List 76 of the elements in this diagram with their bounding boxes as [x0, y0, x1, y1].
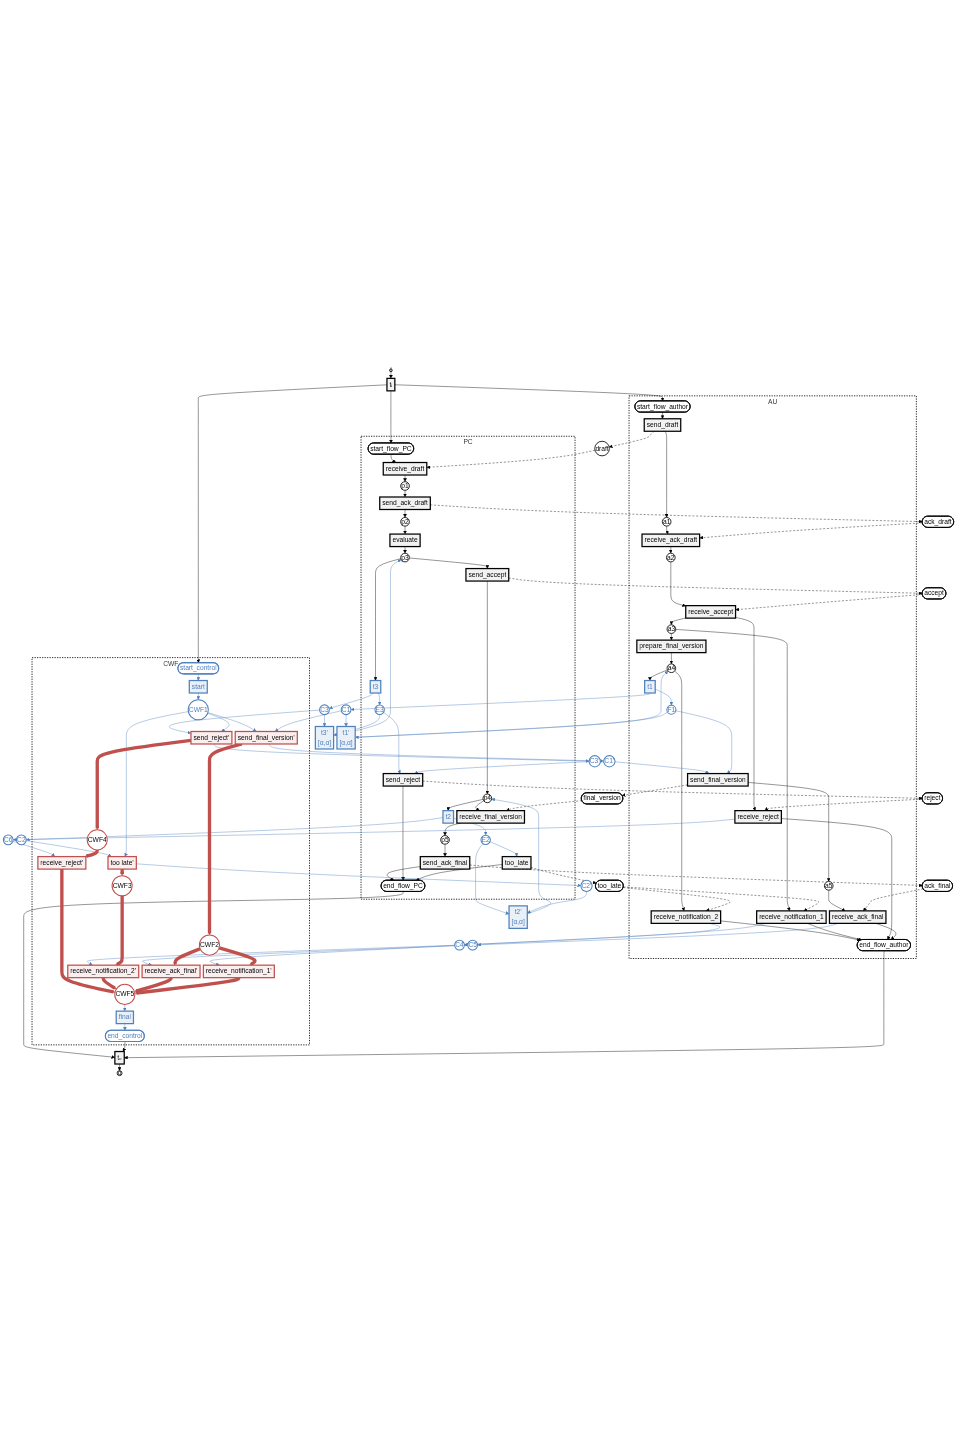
- arrow: [660, 412, 665, 420]
- arrow: [120, 868, 124, 877]
- node-box: [643, 418, 682, 433]
- node-box: [389, 533, 421, 548]
- cluster: [360, 436, 576, 900]
- arrow: [101, 976, 117, 990]
- node-box: [314, 726, 335, 750]
- node-circle: [603, 755, 616, 768]
- node-circle: [111, 875, 133, 897]
- node-circle: [482, 793, 493, 804]
- node-circle: [198, 934, 221, 956]
- node-box: [379, 496, 431, 511]
- node-box: [234, 731, 298, 745]
- node-circle: [666, 704, 677, 716]
- arrow: [60, 868, 116, 994]
- node-circle: [116, 1070, 123, 1077]
- node-box: [442, 810, 455, 824]
- node-circle: [400, 517, 410, 527]
- node-circle: [666, 624, 677, 635]
- node-box: [641, 533, 701, 548]
- node-box: [734, 810, 782, 824]
- node-box: [456, 810, 526, 824]
- node-box: [644, 680, 656, 694]
- node-circle: [823, 881, 834, 891]
- node-box: [501, 856, 532, 870]
- node-circle: [86, 829, 108, 851]
- node-box: [115, 1010, 135, 1025]
- node-box: [508, 905, 528, 930]
- arrow: [115, 895, 124, 967]
- node-box: [114, 1051, 125, 1065]
- node-box: [382, 773, 424, 787]
- node-box: [369, 680, 382, 694]
- node-circle: [666, 553, 676, 563]
- node-circle: [666, 663, 677, 674]
- node-box: [141, 964, 201, 979]
- arrow: [207, 742, 243, 936]
- node-box: [37, 856, 87, 870]
- node-box: [685, 605, 737, 619]
- node-circle: [580, 879, 593, 893]
- node-box: [636, 639, 707, 654]
- node-circle: [319, 704, 330, 716]
- node-box: [686, 773, 749, 787]
- arrow: [134, 976, 173, 993]
- node-circle: [340, 704, 352, 716]
- node-circle: [440, 835, 450, 845]
- node-box: [465, 568, 510, 582]
- node-circle: [480, 834, 491, 846]
- node-box: [650, 910, 722, 925]
- node-circle: [467, 939, 479, 951]
- arrow: [95, 738, 192, 831]
- node-circle: [114, 984, 136, 1006]
- node-box: [386, 378, 396, 392]
- node-circle: [187, 699, 209, 721]
- node-box: [419, 856, 471, 870]
- node-box: [202, 964, 275, 979]
- node-box: [190, 731, 233, 745]
- node-circle: [588, 755, 601, 768]
- node-circle: [594, 441, 610, 457]
- node-circle: [15, 834, 27, 846]
- node-circle: [2, 834, 14, 846]
- node-circle: [454, 939, 465, 951]
- node-box: [336, 726, 356, 750]
- node-box: [188, 680, 208, 694]
- cluster: [628, 395, 917, 960]
- node-circle: [374, 704, 385, 716]
- arrow: [173, 947, 201, 966]
- node-box: [107, 856, 137, 870]
- node-circle: [400, 481, 410, 491]
- arrow: [218, 946, 257, 966]
- node-circle: [661, 517, 672, 527]
- node-box: [67, 964, 140, 979]
- node-circle: [400, 553, 410, 563]
- node-box: [382, 462, 428, 476]
- arrow: [134, 976, 241, 995]
- node-box: [828, 910, 887, 925]
- arrow: [403, 475, 407, 483]
